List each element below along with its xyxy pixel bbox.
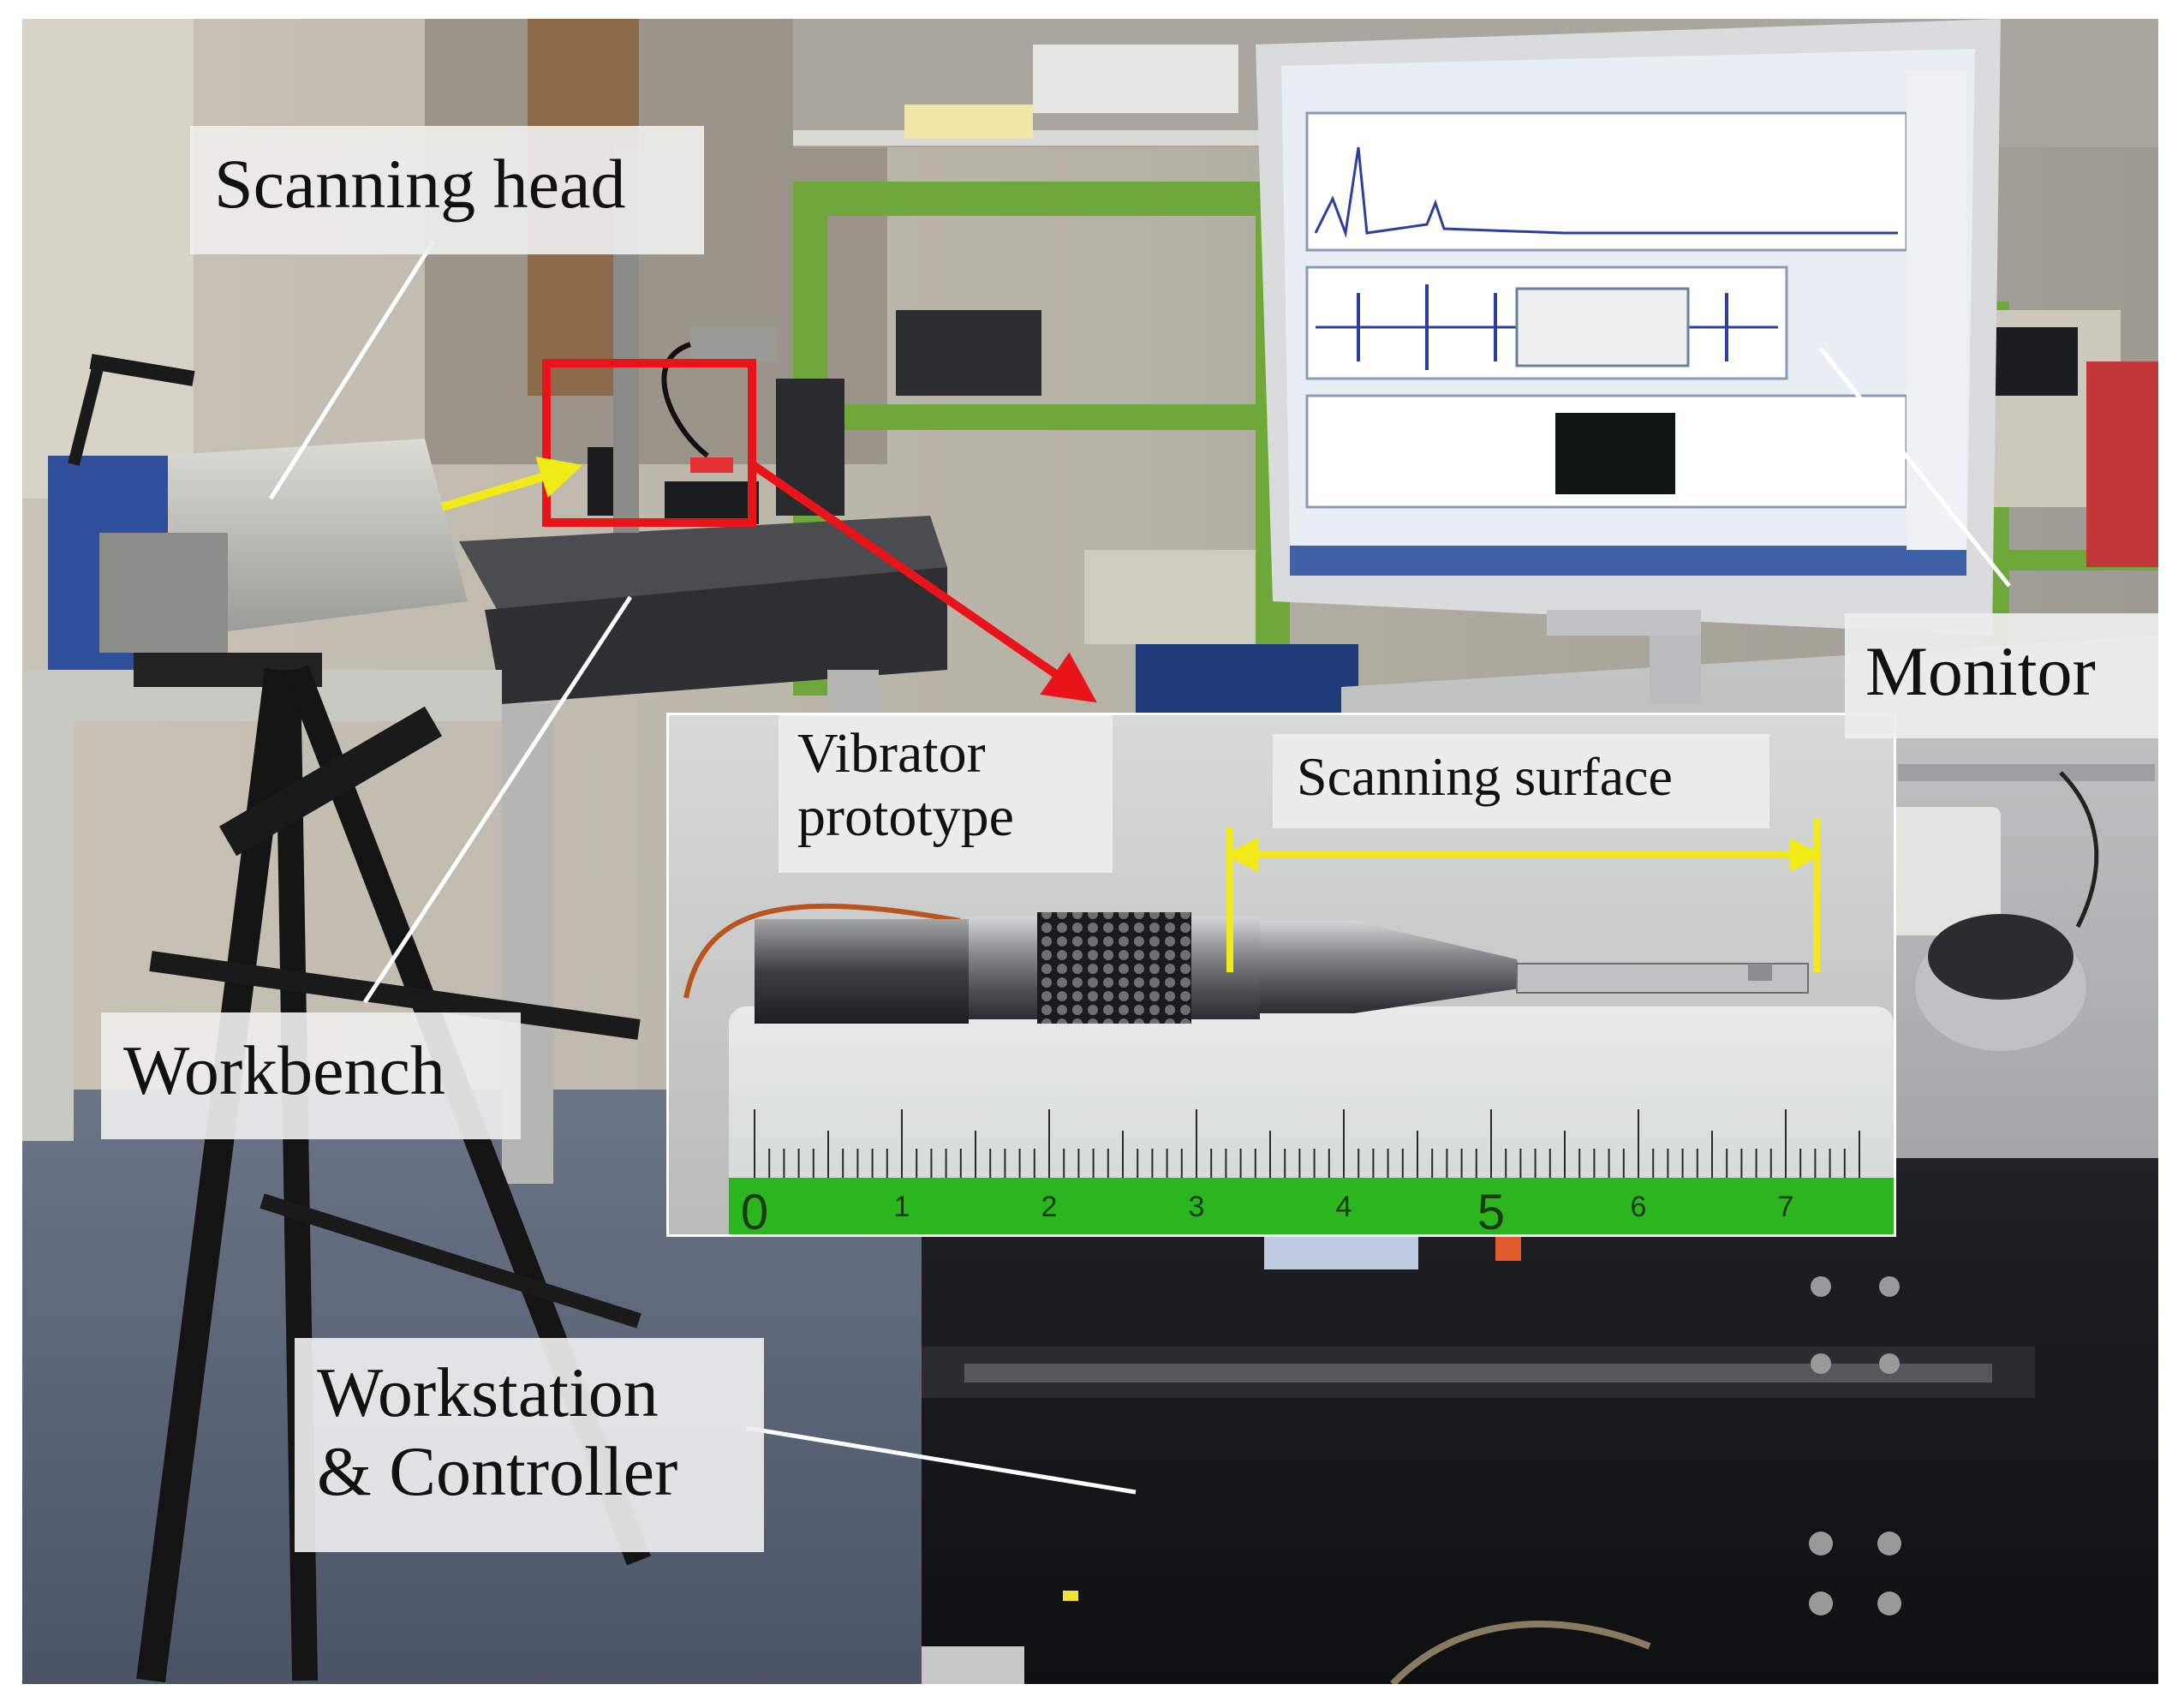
highlight-overlay: [268, 240, 2011, 1495]
region-highlight-box: [542, 359, 756, 527]
leader-workbench: [362, 595, 633, 1004]
label-workbench-text: Workbench: [123, 1031, 445, 1109]
ruler-green-strip: [729, 1178, 1894, 1234]
label-scanning-head-text: Scanning head: [214, 145, 626, 223]
leader-monitor: [1819, 347, 2011, 588]
vibrator-mesh-sleeve: [1037, 912, 1191, 1024]
ruler-number: 1: [894, 1191, 910, 1223]
ruler-number: 6: [1631, 1191, 1647, 1223]
leader-scanning-head: [268, 240, 436, 500]
ruler-number: 7: [1778, 1191, 1794, 1223]
ruler-number: 5: [1477, 1185, 1505, 1234]
label-vibrator-line1: Vibrator: [797, 722, 986, 785]
beam-arrow: [440, 457, 583, 511]
label-monitor-text: Monitor: [1865, 632, 2096, 710]
vibrator-horn: [1354, 921, 1525, 1013]
label-scanning-surface-text: Scanning surface: [1297, 746, 1673, 807]
label-vibrator-prototype: Vibrator prototype: [779, 715, 1113, 873]
label-vibrator-line2: prototype: [797, 785, 1014, 848]
ruler-ticks: [754, 1109, 1860, 1178]
vibrator-back-block: [755, 919, 969, 1024]
label-workstation-line2: & Controller: [317, 1431, 678, 1510]
label-scanning-head: Scanning head: [190, 126, 704, 254]
label-workstation-controller: Workstation & Controller: [295, 1338, 764, 1552]
zoom-arrow: [749, 460, 1097, 703]
ruler-numbers: 0 1 2 3 4 5 6 7: [741, 1185, 1794, 1234]
leader-workstation: [745, 1425, 1137, 1495]
lab-scene: [22, 19, 2158, 1684]
ruler-number: 0: [741, 1185, 768, 1234]
label-workbench: Workbench: [101, 1012, 521, 1139]
label-monitor: Monitor: [1845, 613, 2158, 738]
ruler-number: 4: [1336, 1191, 1352, 1223]
label-scanning-surface: Scanning surface: [1273, 734, 1769, 828]
inset-photo: 0 1 2 3 4 5 6 7 Vibrator prototype Scanning sur…: [666, 713, 1896, 1237]
ruler-number: 2: [1041, 1191, 1058, 1223]
photo-frame: 0 1 2 3 4 5 6 7 Vibrator prototype Scanning sur…: [22, 19, 2158, 1684]
ruler-number: 3: [1189, 1191, 1205, 1223]
label-workstation-line1: Workstation: [317, 1353, 659, 1431]
